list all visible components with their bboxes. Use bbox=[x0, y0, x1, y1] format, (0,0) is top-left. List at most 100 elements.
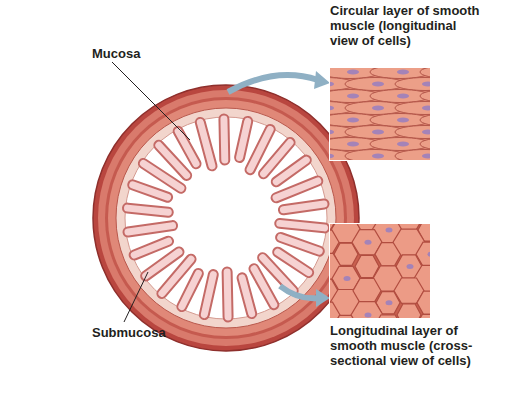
cell-nucleus bbox=[347, 118, 359, 123]
fold-core bbox=[240, 121, 248, 157]
cell-nucleus bbox=[330, 154, 334, 159]
fold-core bbox=[280, 223, 325, 227]
cell-nucleus bbox=[422, 106, 430, 111]
intestine-wall bbox=[93, 85, 359, 351]
fold-outline bbox=[182, 273, 199, 306]
fold-core bbox=[254, 269, 274, 305]
fold-core bbox=[200, 122, 212, 165]
submucosa bbox=[116, 108, 336, 328]
muscle-cell bbox=[420, 114, 430, 127]
callout-arrows bbox=[228, 71, 330, 307]
muscle-cell bbox=[395, 126, 430, 139]
fold-core bbox=[224, 272, 232, 317]
inset-caption: Longitudinal layer of smooth muscle (cro… bbox=[330, 323, 490, 368]
cell-nucleus bbox=[397, 142, 409, 147]
fold-outline bbox=[218, 119, 230, 160]
arrow-head bbox=[316, 289, 330, 307]
cell-nucleus bbox=[397, 118, 409, 123]
cell-nucleus bbox=[344, 276, 351, 281]
cell-nucleus bbox=[386, 228, 393, 233]
fold-outline bbox=[278, 252, 309, 272]
fold-core bbox=[134, 241, 168, 255]
cell-nucleus bbox=[347, 70, 359, 75]
cell-nucleus bbox=[347, 142, 359, 147]
fold-core bbox=[146, 252, 179, 276]
fold-outline bbox=[240, 121, 248, 157]
cell-nucleus bbox=[330, 82, 334, 87]
cell-nucleus bbox=[347, 94, 359, 99]
muscle-cell bbox=[420, 90, 430, 103]
fold-core bbox=[127, 208, 168, 212]
muscle-cell bbox=[415, 314, 430, 318]
muscle-cell bbox=[351, 302, 383, 318]
muscle-cell bbox=[395, 102, 430, 115]
fold-outline bbox=[178, 131, 196, 163]
cell-nucleus bbox=[330, 130, 334, 135]
fold-outline bbox=[254, 269, 274, 305]
fold-core bbox=[182, 273, 199, 306]
lumen bbox=[125, 117, 327, 319]
longitudinal-muscle bbox=[98, 90, 354, 346]
arrow-head bbox=[314, 71, 330, 89]
muscle-cell bbox=[397, 304, 421, 318]
fold-outline bbox=[222, 272, 234, 317]
fold-outline bbox=[127, 208, 168, 212]
cell-nucleus bbox=[372, 82, 384, 87]
cell-nucleus bbox=[365, 312, 372, 317]
spindle-cells bbox=[330, 68, 430, 160]
fold-outline bbox=[283, 204, 324, 210]
cell-nucleus bbox=[407, 264, 414, 269]
fold-outline bbox=[281, 237, 320, 251]
fold-outline bbox=[200, 122, 212, 165]
muscle-cell bbox=[330, 302, 340, 318]
fold-core bbox=[276, 181, 318, 198]
fold-core bbox=[242, 278, 252, 314]
circular-muscle-inset bbox=[270, 66, 505, 163]
polygon-cells bbox=[330, 224, 430, 318]
fold-core bbox=[133, 185, 168, 197]
cell-nucleus bbox=[422, 130, 430, 135]
callout-arrow bbox=[228, 75, 318, 92]
cell-nucleus bbox=[422, 82, 430, 87]
part-label: Submucosa bbox=[92, 325, 192, 340]
fold-outline bbox=[134, 241, 168, 255]
cell-nucleus bbox=[372, 154, 384, 159]
muscle-cell bbox=[395, 150, 430, 161]
cell-nucleus bbox=[372, 106, 384, 111]
cell-nucleus bbox=[330, 106, 334, 111]
fold-outline bbox=[276, 160, 306, 182]
longitudinal-muscle-inset bbox=[309, 205, 530, 401]
callout-arrow bbox=[280, 286, 318, 298]
fold-outline bbox=[204, 275, 213, 315]
fold-outline bbox=[128, 226, 173, 232]
fold-core bbox=[220, 119, 228, 160]
cell-nucleus bbox=[422, 154, 430, 159]
fold-core bbox=[204, 275, 213, 315]
part-label: Mucosa bbox=[92, 46, 182, 61]
leader-line bbox=[112, 62, 190, 140]
fold-outline bbox=[276, 181, 318, 198]
fold-outline bbox=[133, 185, 168, 197]
fold-core bbox=[278, 252, 309, 272]
muscle-cell bbox=[395, 78, 430, 91]
fold-outline bbox=[146, 252, 179, 276]
fold-core bbox=[281, 237, 320, 251]
fold-core bbox=[128, 226, 173, 232]
muscle-cell bbox=[353, 279, 381, 303]
fold-core bbox=[283, 204, 324, 210]
inset-caption: Circular layer of smooth muscle (longitu… bbox=[330, 3, 480, 48]
cell-nucleus bbox=[397, 70, 409, 75]
cell-nucleus bbox=[397, 94, 409, 99]
muscle-cell bbox=[420, 138, 430, 151]
leader-line bbox=[124, 272, 148, 322]
fold-core bbox=[276, 160, 306, 182]
leader-lines bbox=[112, 62, 190, 322]
fold-core bbox=[178, 131, 196, 163]
fold-outline bbox=[242, 278, 252, 314]
circular-muscle bbox=[108, 100, 344, 336]
muscle-cell bbox=[420, 68, 430, 79]
serosa bbox=[93, 85, 359, 351]
cell-nucleus bbox=[372, 130, 384, 135]
fold-outline bbox=[280, 223, 325, 227]
cell-nucleus bbox=[428, 252, 431, 257]
